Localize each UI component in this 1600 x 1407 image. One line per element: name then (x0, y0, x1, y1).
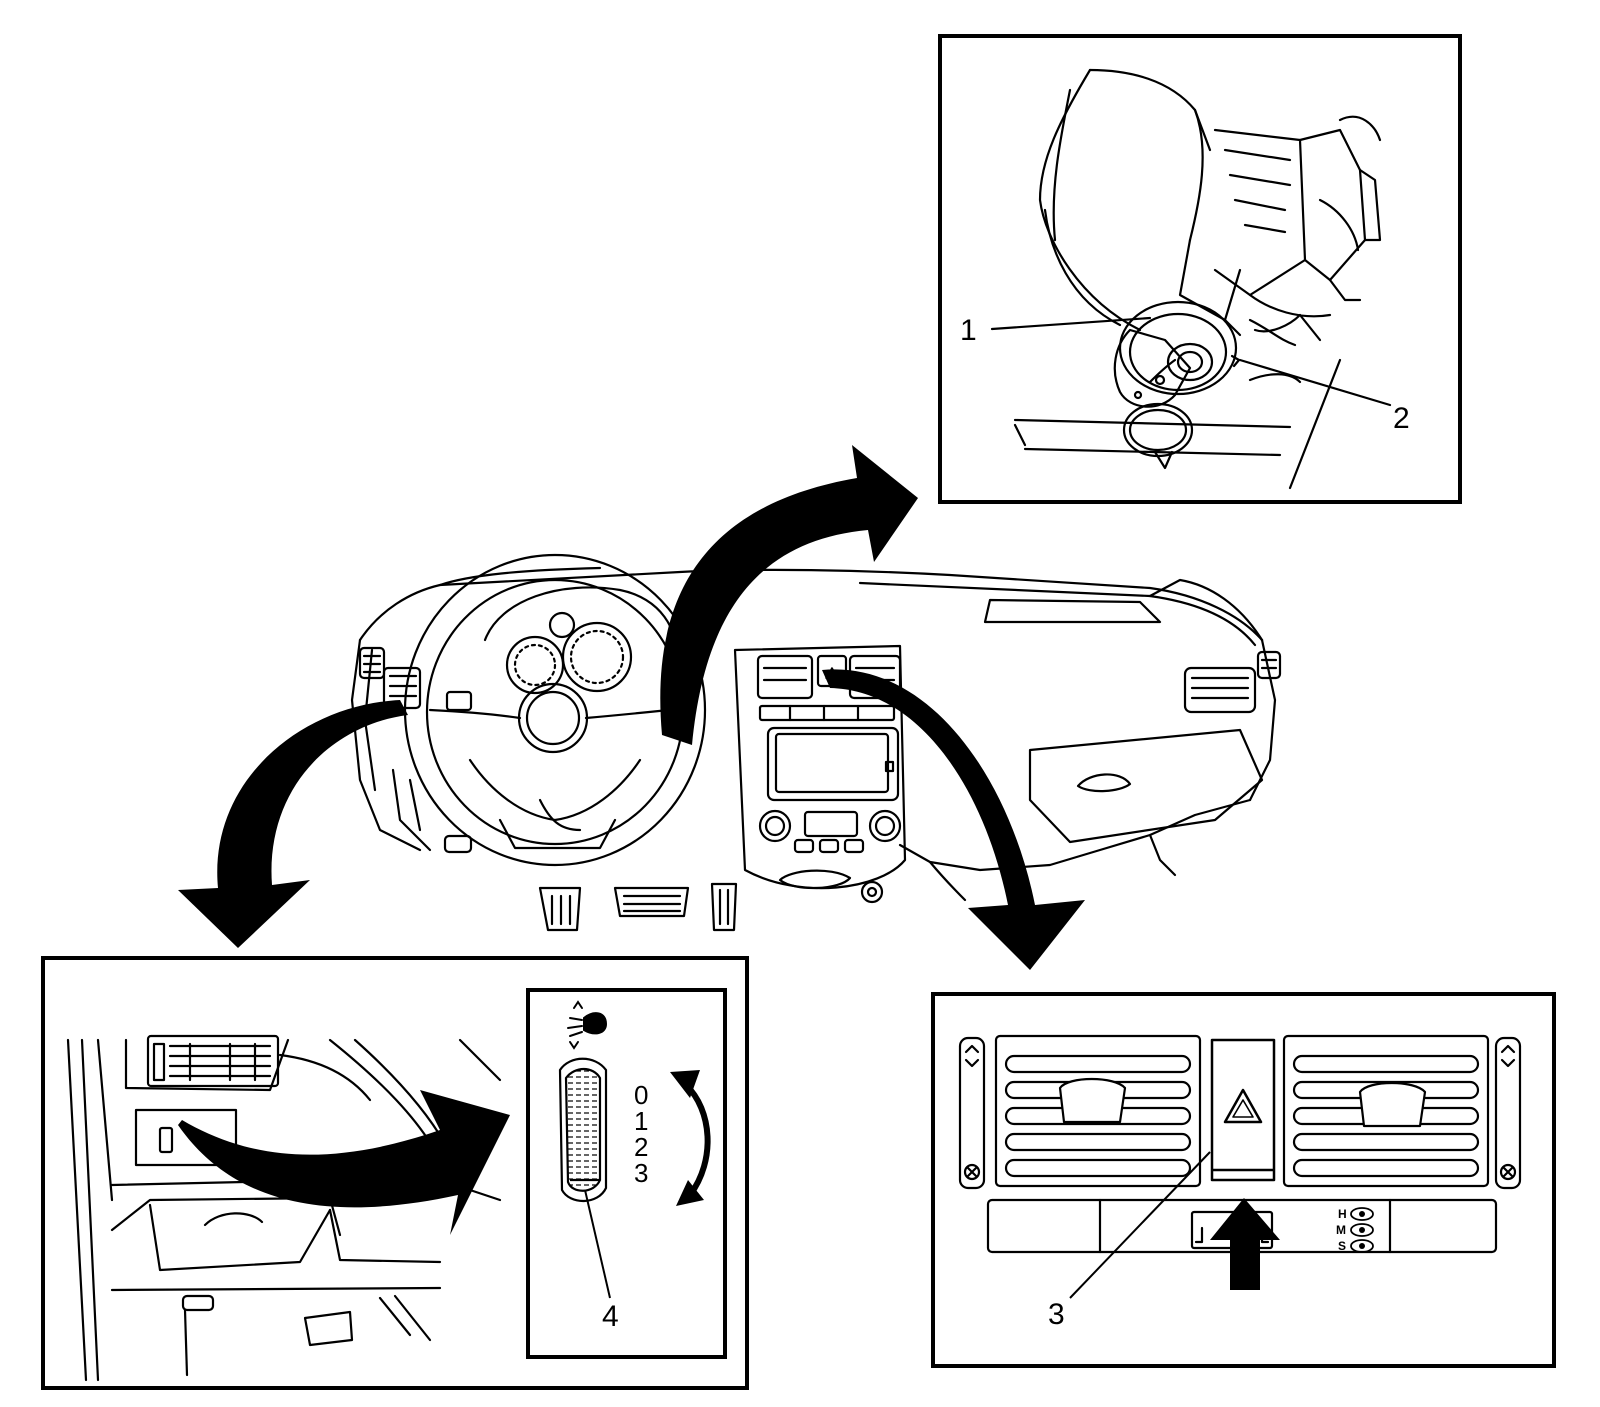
level-1: 1 (634, 1106, 648, 1136)
callout-2: 2 (1393, 402, 1410, 435)
callout-1-leader (990, 316, 1152, 331)
center-console (733, 644, 907, 904)
left-side-vent (358, 646, 422, 710)
callout-1: 1 (960, 314, 977, 347)
arrow-to-leveling-switch (178, 1090, 510, 1235)
callout-2-leader (1238, 358, 1392, 407)
ignition-lock-illustration (990, 68, 1392, 490)
right-side-vent (1183, 650, 1282, 714)
pedals (538, 882, 738, 932)
headlamp-leveling-switch-box (526, 988, 727, 1359)
callout-3: 3 (1048, 1298, 1065, 1331)
level-3: 3 (634, 1158, 648, 1188)
glovebox (1028, 728, 1264, 844)
push-arrow (1210, 1198, 1280, 1290)
callout-4: 4 (602, 1300, 619, 1333)
callout-3-leader (1069, 1151, 1211, 1299)
instrument-cluster (483, 586, 677, 695)
mode-label-m: M (1336, 1223, 1346, 1237)
mode-label-s: S (1338, 1239, 1346, 1253)
rotation-arrow (670, 1070, 711, 1206)
dashboard-overview (350, 553, 1282, 932)
mode-indicator-labels: H M S (1336, 1207, 1374, 1253)
level-2: 2 (634, 1132, 648, 1162)
arrow-to-headlamp-detail (178, 700, 408, 948)
hazard-warning-switch[interactable] (1210, 1038, 1276, 1182)
callout-4-leader (584, 1189, 611, 1299)
headlamp-leveling-thumbwheel[interactable] (558, 1057, 608, 1203)
hazard-triangle-icon (1223, 1088, 1263, 1124)
level-0: 0 (634, 1080, 648, 1110)
headlamp-leveling-icon (567, 1000, 608, 1050)
center-vent-assembly (958, 1034, 1522, 1254)
level-scale: 0 1 2 3 (634, 1080, 648, 1188)
mode-label-h: H (1338, 1207, 1347, 1221)
arrow-to-ignition-detail (660, 445, 918, 745)
lower-dash-illustration (66, 1034, 502, 1382)
arrow-to-hazard-detail (822, 669, 1085, 970)
steering-wheel (403, 553, 707, 867)
